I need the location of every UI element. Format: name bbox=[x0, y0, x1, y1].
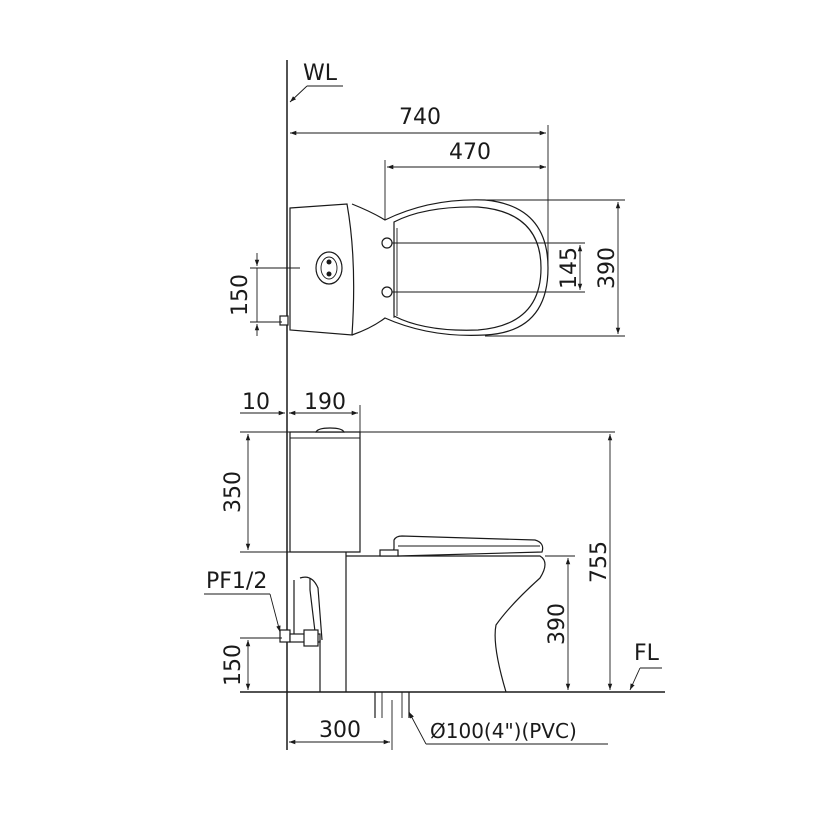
supply-valve bbox=[279, 629, 291, 643]
tank-side bbox=[289, 431, 361, 553]
dim-rough-in bbox=[289, 700, 393, 750]
dim-supply-height bbox=[240, 637, 282, 690]
side-view bbox=[279, 427, 546, 718]
dim-tank-depth bbox=[240, 405, 361, 432]
wall-line-label: WL bbox=[303, 61, 338, 86]
dim-overall-length bbox=[290, 125, 549, 270]
supply-thread-label: PF1/2 bbox=[206, 569, 267, 594]
dim-tank-inlet-offset bbox=[250, 253, 300, 336]
dim-seat-height bbox=[545, 555, 575, 690]
outlet-spec-label: Ø100(4")(PVC) bbox=[430, 719, 577, 743]
seat-plan-outline bbox=[393, 206, 542, 331]
dim-tank-height-label: 350 bbox=[221, 471, 246, 513]
dim-tank-height bbox=[240, 431, 615, 553]
dim-overall-height-label: 755 bbox=[587, 541, 612, 583]
dim-wall-gap-label: 10 bbox=[242, 390, 270, 415]
dim-tank-inlet-offset-label: 150 bbox=[228, 274, 253, 316]
dim-overall-width-label: 390 bbox=[595, 247, 620, 289]
dim-supply-height-label: 150 bbox=[221, 644, 246, 686]
supply-thread-leader bbox=[204, 593, 281, 633]
dim-hinge-spacing-label: 145 bbox=[557, 247, 582, 289]
floor-line bbox=[240, 667, 665, 693]
dim-tank-depth-label: 190 bbox=[304, 390, 346, 415]
dim-rough-in-label: 300 bbox=[319, 718, 361, 743]
dim-overall-width bbox=[485, 199, 625, 337]
flush-button-icon bbox=[315, 251, 343, 285]
dim-hinge-spacing bbox=[392, 242, 585, 293]
dim-overall-length-label: 740 bbox=[399, 105, 441, 130]
dim-seat-length-label: 470 bbox=[449, 140, 491, 165]
bowl-side-body bbox=[345, 552, 546, 693]
floor-line-label: FL bbox=[634, 641, 660, 666]
plan-view bbox=[279, 199, 549, 336]
hinge-top bbox=[381, 237, 393, 249]
hinge-bottom bbox=[381, 286, 393, 298]
dim-seat-height-label: 390 bbox=[545, 603, 570, 645]
dim-seat-length bbox=[384, 160, 546, 220]
bowl-plan-outline bbox=[351, 199, 549, 336]
outlet-spec-leader bbox=[408, 711, 608, 745]
